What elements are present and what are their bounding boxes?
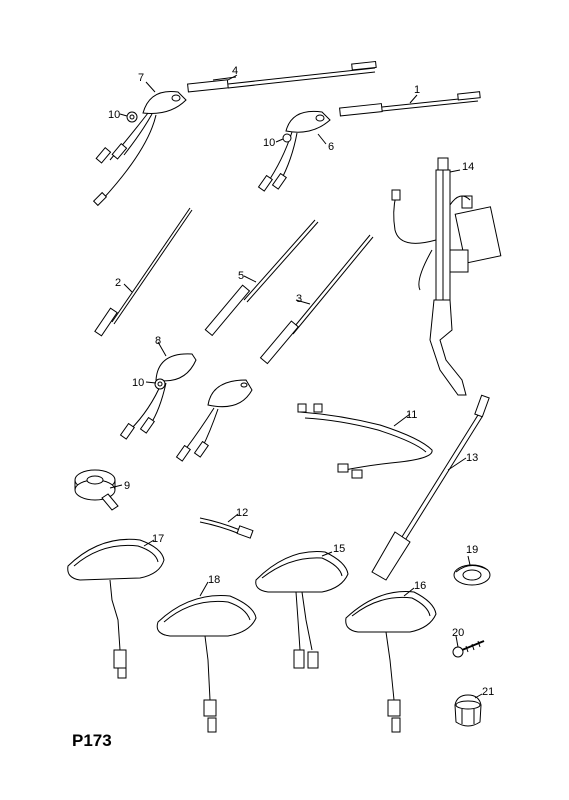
part-14-power-antenna xyxy=(391,157,502,396)
callout-8: 8 xyxy=(155,335,161,347)
callout-10b: 10 xyxy=(263,137,275,149)
callout-20: 20 xyxy=(452,627,464,639)
callout-19: 19 xyxy=(466,544,478,556)
part-1-antenna-mast xyxy=(339,91,481,117)
callout-15: 15 xyxy=(333,543,345,555)
callout-11: 11 xyxy=(406,409,417,421)
callout-9: 9 xyxy=(124,480,130,492)
callout-16: 16 xyxy=(414,580,426,592)
callout-10a: 10 xyxy=(108,109,120,121)
callout-18: 18 xyxy=(208,574,220,586)
callout-4: 4 xyxy=(232,65,238,77)
callout-labels: 1 2 3 4 5 6 7 8 9 10 10 10 11 12 13 14 1… xyxy=(108,65,494,698)
part-19-gasket-ring xyxy=(453,564,491,586)
callout-13: 13 xyxy=(466,452,478,464)
callout-14: 14 xyxy=(462,161,474,173)
part-6-antenna-base xyxy=(257,110,331,192)
part-8-antenna-base xyxy=(119,353,253,462)
callout-21: 21 xyxy=(482,686,494,698)
part-15-shark-fin-antenna xyxy=(255,551,349,669)
part-7-antenna-base xyxy=(92,90,187,207)
callout-17: 17 xyxy=(152,533,164,545)
leader-lines xyxy=(109,74,483,699)
callout-10c: 10 xyxy=(132,377,144,389)
callout-1: 1 xyxy=(414,84,420,96)
part-18-shark-fin-antenna xyxy=(156,595,257,733)
callout-2: 2 xyxy=(115,277,121,289)
callout-12: 12 xyxy=(236,507,248,519)
part-2-antenna-rod xyxy=(94,207,193,337)
page-code: P173 xyxy=(72,731,112,750)
part-3-antenna-rod xyxy=(259,234,374,365)
part-17-shark-fin-antenna xyxy=(67,538,165,679)
part-9-tape-roll xyxy=(74,469,119,511)
part-5-antenna-rod xyxy=(204,219,319,337)
callout-5: 5 xyxy=(238,270,244,282)
part-13-antenna-rod xyxy=(371,394,490,581)
part-21-nut-bush xyxy=(454,694,482,727)
part-4-antenna-mast xyxy=(187,60,377,93)
part-20-screw xyxy=(452,640,485,658)
callout-3: 3 xyxy=(296,293,302,305)
part-12-short-cable xyxy=(199,517,254,539)
part-16-shark-fin-antenna xyxy=(345,591,437,733)
callout-6: 6 xyxy=(328,141,334,153)
callout-7: 7 xyxy=(138,72,144,84)
part-11-cable-harness xyxy=(297,403,433,479)
